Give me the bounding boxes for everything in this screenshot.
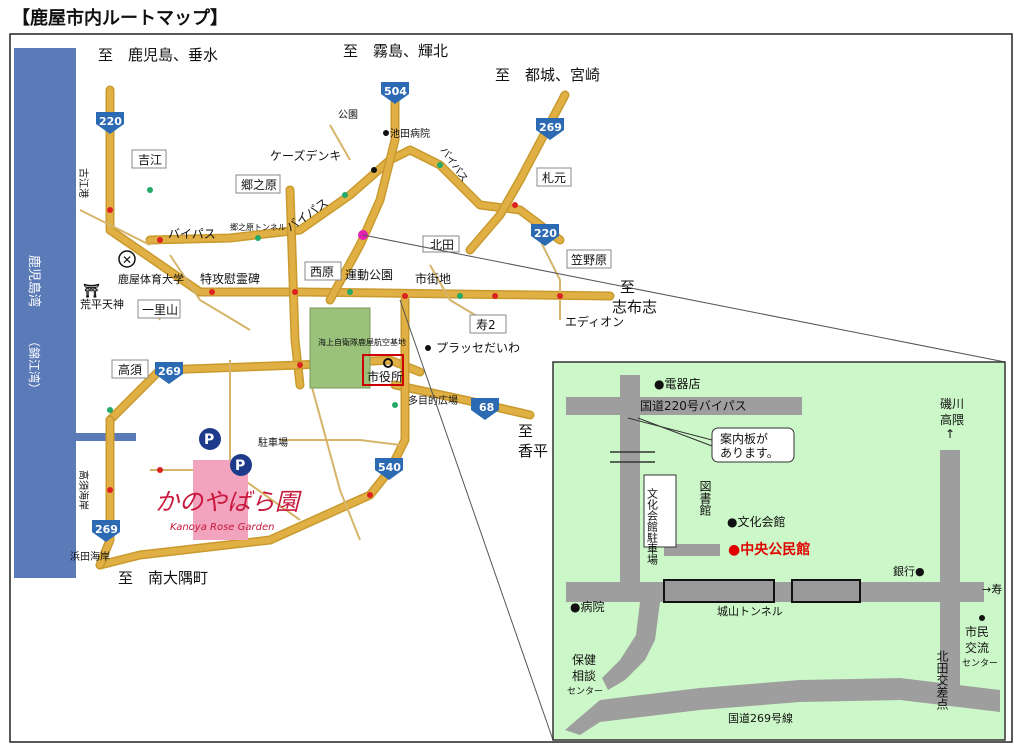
route-shield-269 [536, 118, 564, 140]
bay-name: 鹿児島湾 [26, 255, 42, 307]
route-number: 269 [539, 121, 562, 134]
callout-line-2 [399, 299, 554, 741]
city-hall-icon [383, 358, 393, 368]
place-label: 郷之原トンネル [230, 222, 286, 232]
dest-kirishima: 至 霧島、輝北 [343, 42, 448, 60]
inset-main-hall: ●中央公民館 [728, 541, 810, 558]
parking-icon-2 [230, 454, 252, 476]
route-number: 269 [158, 365, 181, 378]
inset-health-1: 保健 [572, 653, 596, 667]
place-label: プラッセだいわ [436, 341, 520, 355]
traffic-signals [107, 162, 563, 498]
route-number: 540 [378, 461, 401, 474]
place-label: 西原 [310, 265, 334, 279]
place-label: 公園 [338, 109, 358, 121]
university-glyph: ✕ [122, 253, 132, 267]
route-shield-540 [375, 458, 403, 480]
inset-library: 図書館 [698, 480, 712, 516]
route-number: 220 [534, 227, 557, 240]
route-number: 68 [479, 401, 494, 414]
parking-glyph-2: P [235, 458, 245, 474]
jsdf-base-area [309, 307, 371, 389]
parking-icon [199, 428, 221, 450]
inset-health-2: 相談 [572, 668, 596, 683]
inset-bank: 銀行● [893, 564, 925, 578]
dest-shibushi: 志布志 [612, 298, 657, 316]
place-label: 高須 [118, 362, 142, 377]
bay-alt-name: （錦江湾） [27, 335, 42, 395]
rose-garden-name: かのやばら園 [155, 488, 302, 516]
inset-culture-parking: 文化会館駐車場 [646, 487, 659, 566]
inset-map [552, 361, 1006, 741]
city-hall-box [362, 354, 404, 386]
route-shields: 220 504 269 220 269 68 540 269 [92, 82, 564, 542]
dest-minamiosumi: 至 南大隅町 [118, 569, 208, 587]
route-shield-68 [471, 398, 499, 420]
place-label: エディオン [565, 314, 624, 329]
place-label: 鹿屋体育大学 [118, 272, 184, 286]
place-label: ケーズデンキ [270, 148, 341, 163]
inset-route269: 国道269号線 [728, 711, 793, 725]
bay-water [14, 48, 76, 578]
dest-miyakonojo: 至 都城、宮崎 [495, 66, 600, 84]
university-icon [118, 250, 136, 268]
inset-kushikawa-2: 高隈 [940, 412, 964, 427]
inset-to-kotobuki: →寿 [982, 582, 1002, 596]
place-label: 市街地 [415, 271, 451, 286]
inset-exchange-3: センター [962, 658, 998, 669]
inset-electronics: ●電器店 [654, 377, 700, 391]
route-shield-220b [531, 224, 559, 246]
city-hall-label: 市役所 [367, 369, 403, 384]
place-label: 高須海岸 [77, 470, 90, 510]
route-shield-220 [96, 112, 124, 134]
shrine-icon: ⛩ [83, 283, 100, 299]
inset-notice-2: あります。 [720, 446, 779, 460]
place-label: バイパス [168, 227, 216, 241]
route-number: 504 [384, 85, 407, 98]
place-label: 札元 [542, 171, 566, 185]
place-label: 笠野原 [571, 252, 607, 267]
inset-kushikawa-3: ↑ [945, 427, 955, 441]
inset-notice-1: 案内板が [720, 431, 768, 446]
rose-garden-en: Kanoya Rose Garden [170, 522, 274, 533]
place-label: 荒平天神 [80, 297, 124, 311]
inset-hospital: ●病院 [570, 599, 604, 614]
place-label: 多目的広場 [408, 394, 458, 407]
inset-culture-hall: ●文化会館 [727, 514, 785, 529]
parking-label: 駐車場 [258, 436, 288, 449]
place-label: 郷之原 [241, 178, 277, 192]
inset-health-3: センター [567, 686, 603, 697]
dest-kohira: 香平 [518, 442, 548, 460]
route-shield-269b [155, 362, 183, 384]
inset-kushikawa-1: 磯川 [940, 397, 964, 411]
dest-se-to: 至 [518, 422, 533, 440]
dest-kagoshima: 至 鹿児島、垂水 [98, 46, 218, 64]
route-shield-269c [92, 520, 120, 542]
place-label: 浜田海岸 [70, 550, 110, 563]
place-label: 吉江 [138, 153, 162, 167]
place-label: 北田 [430, 238, 454, 252]
place-label: 寿2 [476, 318, 496, 332]
inset-exchange-1: 市民 [965, 624, 989, 639]
inset-tunnel: 城山トンネル [717, 605, 783, 618]
jsdf-label: 海上自衛隊鹿屋航空基地 [318, 337, 406, 347]
place-label: 一里山 [142, 303, 178, 317]
route-number: 269 [95, 523, 118, 536]
place-label: 運動公園 [345, 268, 393, 282]
map-title: 【鹿屋市内ルートマップ】 [12, 7, 228, 29]
parking-glyph: P [204, 432, 214, 448]
place-label: 池田病院 [390, 127, 430, 140]
inset-bypass: 国道220号バイパス [640, 399, 747, 413]
inset-exchange-2: 交流 [965, 640, 989, 655]
place-labels: 吉江 古江港 郷之原 郷之原トンネル バイパス バイパス バイパス ケーズデンキ… [70, 109, 624, 563]
place-label: 古江港 [77, 168, 90, 198]
callout-line [362, 234, 1006, 363]
route-number: 220 [99, 115, 122, 128]
route-shield-504 [381, 82, 409, 104]
inset-kitada-cross: 北田交差点 [935, 650, 949, 710]
place-label: 特攻慰霊碑 [200, 271, 260, 286]
